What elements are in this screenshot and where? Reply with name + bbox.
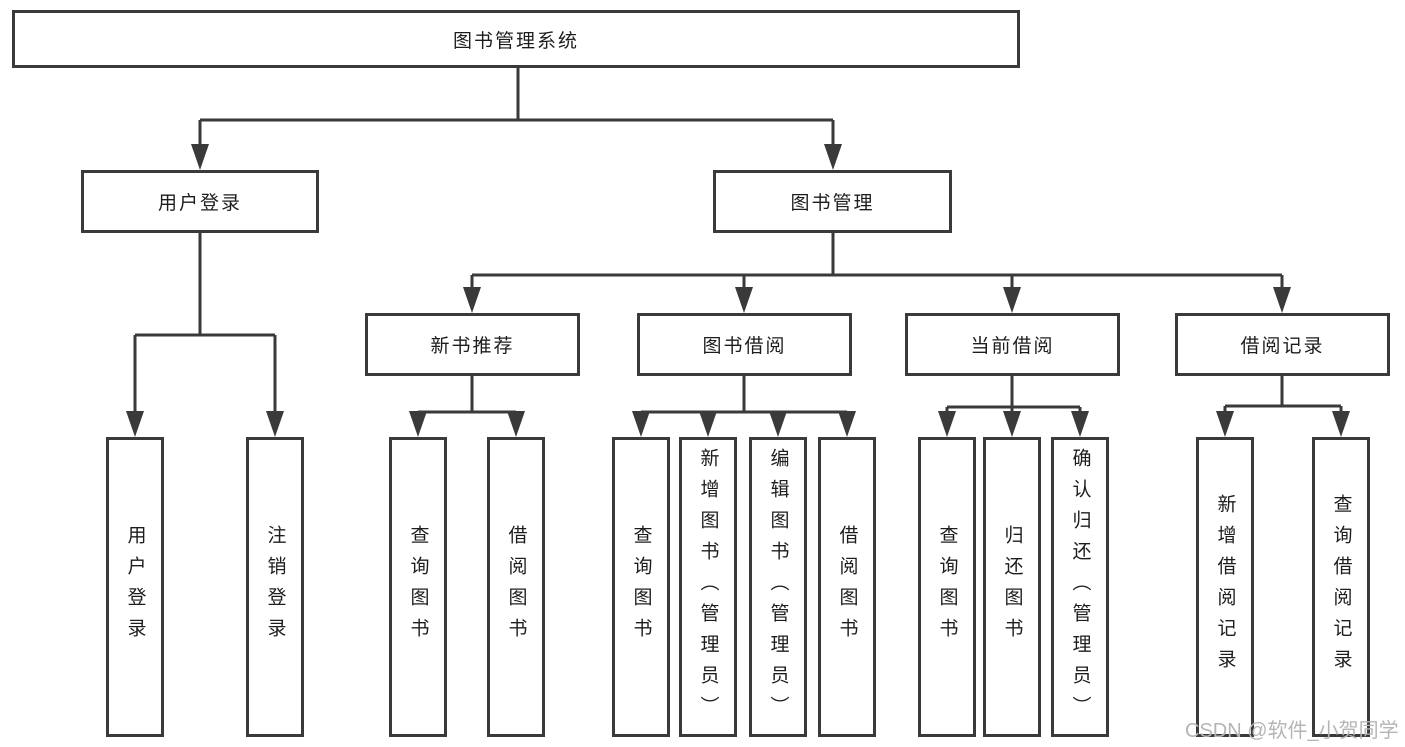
connector-new-book [416, 376, 518, 421]
leaf-label: 查询借阅记录 [1330, 494, 1352, 680]
arrow-icon [266, 411, 284, 437]
arrow-icon [507, 411, 525, 437]
leaf-label: 借阅图书 [836, 525, 858, 649]
connector-root [198, 68, 835, 152]
arrow-icon [938, 411, 956, 437]
connector-borrow-records [1223, 376, 1343, 421]
leaf-label: 确认归还（管理员） [1069, 447, 1091, 727]
arrow-icon [632, 411, 650, 437]
leaf-label: 查询图书 [407, 525, 429, 649]
node-user-login: 用户登录 [81, 170, 319, 233]
node-label: 图书管理系统 [452, 30, 579, 52]
arrow-icon [1216, 411, 1234, 437]
node-label: 当前借阅 [970, 336, 1055, 357]
leaf-query-books-borrow: 查询图书 [612, 437, 670, 737]
connector-user-login [133, 233, 277, 419]
node-book-management: 图书管理 [713, 170, 952, 233]
leaf-edit-books-admin: 编辑图书（管理员） [749, 437, 807, 737]
leaf-label: 用户登录 [124, 525, 146, 649]
arrow-icon [735, 287, 753, 313]
arrow-icon [463, 287, 481, 313]
node-new-book-recommendation: 新书推荐 [365, 313, 580, 376]
node-borrowing-records: 借阅记录 [1175, 313, 1390, 376]
leaf-label: 新增借阅记录 [1214, 494, 1236, 680]
csdn-watermark: CSDN @软件_小贺同学 [1185, 720, 1399, 742]
leaf-query-books-current: 查询图书 [918, 437, 976, 737]
arrow-icon [1071, 411, 1089, 437]
leaf-query-borrow-record: 查询借阅记录 [1312, 437, 1370, 737]
arrow-icon [1273, 287, 1291, 313]
leaf-label: 查询图书 [936, 525, 958, 649]
leaf-borrow-books-recommend: 借阅图书 [487, 437, 545, 737]
leaf-add-books-admin: 新增图书（管理员） [679, 437, 737, 737]
node-label: 用户登录 [157, 193, 242, 214]
arrow-icon [1003, 287, 1021, 313]
node-label: 借阅记录 [1240, 336, 1325, 357]
leaf-add-borrow-record: 新增借阅记录 [1196, 437, 1254, 737]
leaf-user-login: 用户登录 [106, 437, 164, 737]
node-current-borrowing: 当前借阅 [905, 313, 1120, 376]
node-book-borrowing: 图书借阅 [637, 313, 852, 376]
connector-book-borrow [639, 376, 849, 421]
arrow-icon [1332, 411, 1350, 437]
arrow-icon [126, 411, 144, 437]
leaf-label: 编辑图书（管理员） [767, 447, 789, 727]
arrow-icon [824, 144, 842, 170]
arrow-icon [1003, 411, 1021, 437]
arrow-icon [409, 411, 427, 437]
arrow-icon [191, 144, 209, 170]
leaf-borrow-books: 借阅图书 [818, 437, 876, 737]
arrow-icon [838, 411, 856, 437]
arrowheads [126, 144, 1350, 437]
leaf-label: 新增图书（管理员） [697, 447, 719, 727]
node-library-management-system: 图书管理系统 [12, 10, 1020, 68]
arrow-icon [769, 411, 787, 437]
connector-book-management [470, 233, 1284, 295]
arrow-icon [699, 411, 717, 437]
leaf-label: 注销登录 [264, 525, 286, 649]
node-label: 新书推荐 [430, 336, 515, 357]
leaf-logout: 注销登录 [246, 437, 304, 737]
leaf-return-books: 归还图书 [983, 437, 1041, 737]
leaf-label: 借阅图书 [505, 525, 527, 649]
node-label: 图书管理 [790, 193, 875, 214]
leaf-confirm-return-admin: 确认归还（管理员） [1051, 437, 1109, 737]
leaf-label: 查询图书 [630, 525, 652, 649]
leaf-label: 归还图书 [1001, 525, 1023, 649]
node-label: 图书借阅 [702, 336, 787, 357]
leaf-query-books-recommend: 查询图书 [389, 437, 447, 737]
